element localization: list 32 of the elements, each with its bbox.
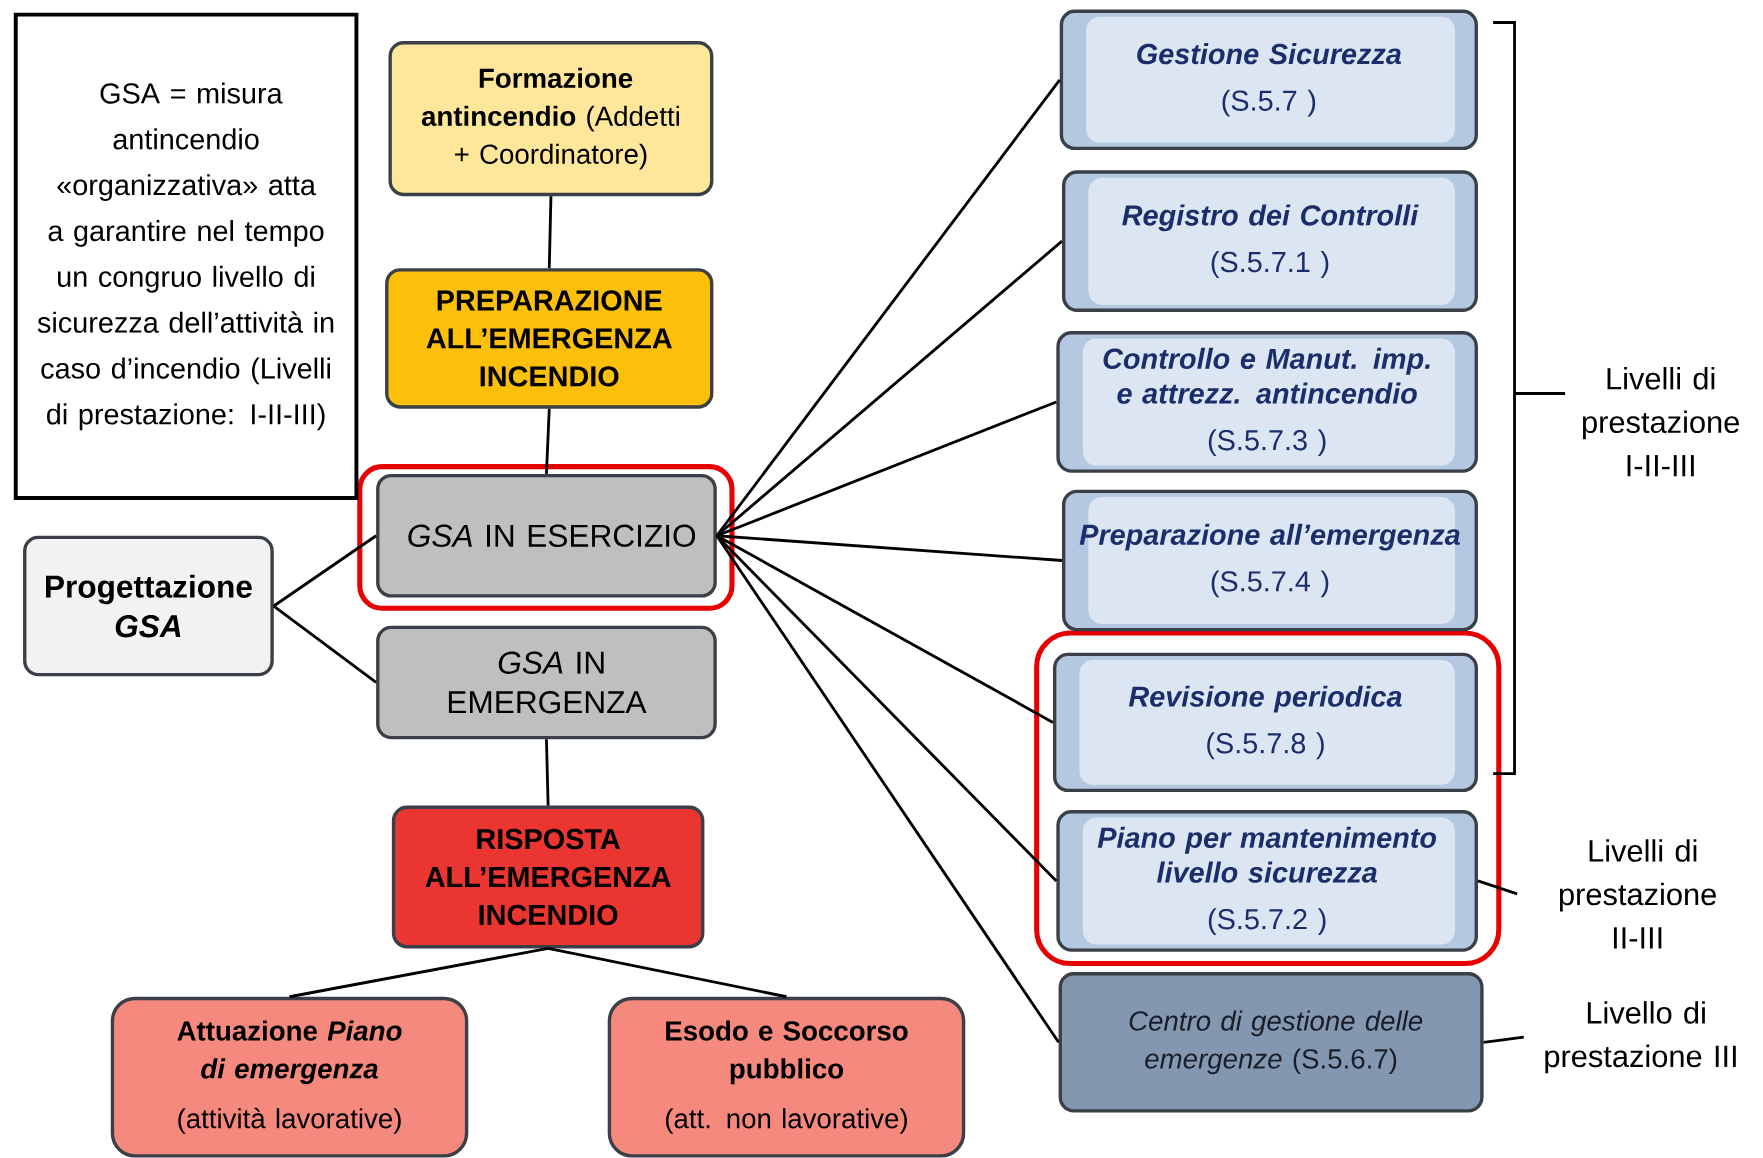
connector-line (289, 946, 549, 999)
connector-line (545, 739, 550, 806)
level-label: Livello di prestazione III (1545, 1001, 1736, 1074)
connector-line (715, 534, 1058, 882)
process-box: GSA IN ESERCIZIO (376, 473, 717, 598)
level-label: Livelli di prestazione II-III (1559, 839, 1716, 949)
action-box: Attuazione Piano di emergenza (attività lavorative) (110, 996, 469, 1158)
measure-box: Revisione periodica (S.5.7.8 ) (1053, 652, 1478, 793)
connector-line (715, 240, 1063, 537)
connector-line (547, 947, 787, 999)
process-box: RISPOSTA ALL’EMERGENZA INCENDIO (391, 805, 705, 949)
measure-box: Piano per mantenimento livello sicurezza (S.5.7.2 ) (1056, 810, 1478, 952)
connector-line (715, 78, 1061, 537)
leader-line (1483, 1035, 1525, 1044)
training-box: Formazione antincendio (Addetti + Coordinatore) (388, 41, 714, 197)
connector-line (272, 604, 377, 684)
connector-line (273, 534, 377, 608)
connector-line (545, 408, 551, 474)
definition-box: GSA = misura antincendio «organizzativa» atta a garantire nel tempo un congruo livello di sicurezza dell’attività in caso d’incendio (Livelli di prestazione: I-II-III) (13, 12, 359, 501)
design-box: Progettazione GSA (23, 535, 274, 677)
action-box: Esodo e Soccorso pubblico (att. non lavorative) (607, 996, 966, 1158)
level-label: Livelli di prestazione I-II-III (1583, 367, 1739, 477)
measure-box: Controllo e Manut. imp. e attrezz. antincendio (S.5.7.3 ) (1056, 331, 1478, 473)
process-box: PREPARAZIONE ALL’EMERGENZA INCENDIO (385, 268, 714, 409)
connector-line (715, 534, 1060, 1044)
measure-box: Preparazione all’emergenza (S.5.7.4 ) (1061, 489, 1478, 632)
measure-box: Registro dei Controlli (S.5.7.1 ) (1061, 170, 1478, 312)
measure-box: Centro di gestione delle emergenze (S.5.6.7) (1058, 971, 1484, 1113)
connector-line (547, 196, 553, 269)
measure-box: Gestione Sicurezza (S.5.7 ) (1059, 9, 1478, 151)
leader-line (1477, 879, 1518, 896)
process-box: GSA IN EMERGENZA (376, 625, 717, 740)
